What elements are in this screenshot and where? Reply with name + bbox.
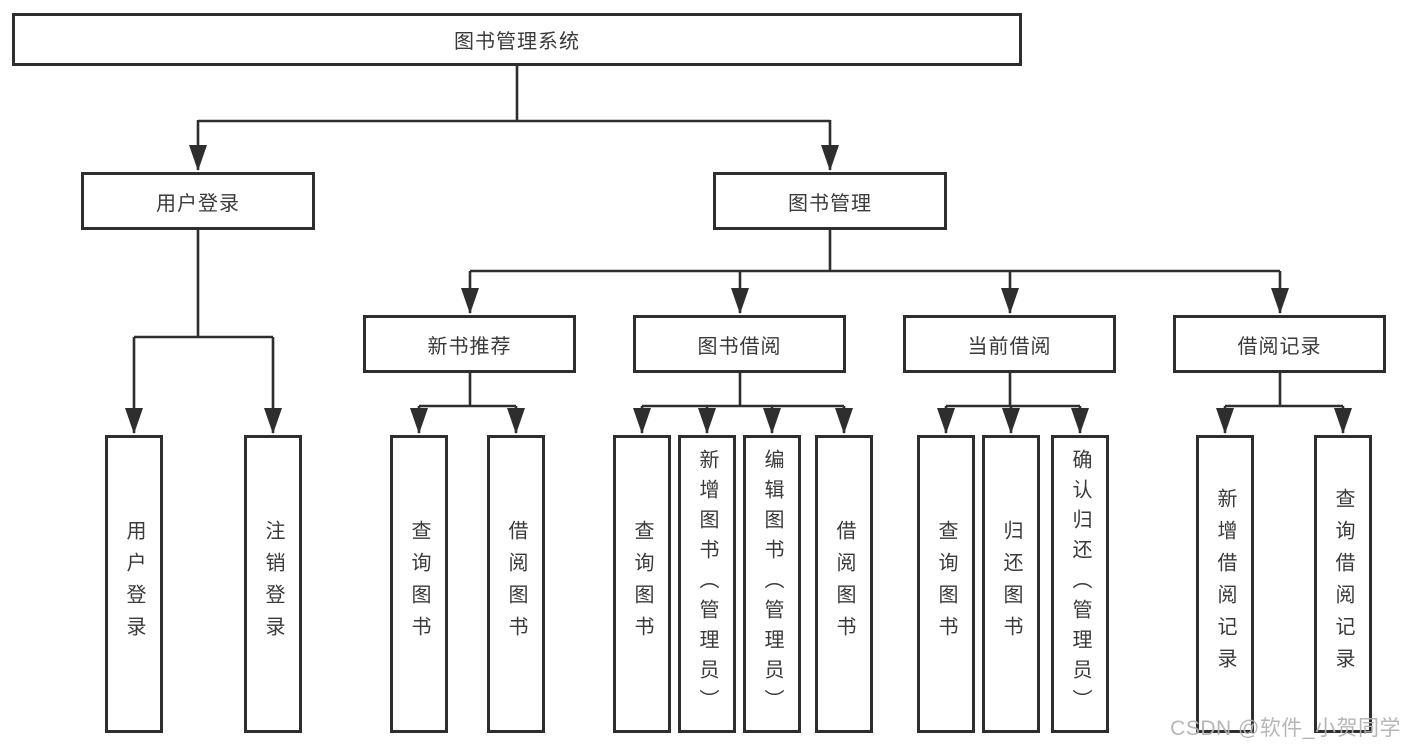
edge-recommend-trunk (419, 373, 516, 408)
leaf-edit-books-admin: 编辑图书（管理员） (743, 435, 801, 733)
edge-user-login-trunk (134, 230, 273, 339)
leaf-query-books-recommend-label: 查询图书 (408, 520, 430, 648)
leaf-borrow-books-borrow: 借阅图书 (815, 435, 873, 733)
leaf-return-books-label: 归还图书 (1000, 520, 1022, 648)
node-root-label: 图书管理系统 (454, 31, 580, 53)
leaf-query-books-recommend: 查询图书 (390, 435, 448, 733)
leaf-user-login: 用户登录 (105, 435, 163, 733)
node-user-login-label: 用户登录 (156, 192, 240, 215)
leaf-query-books-current: 查询图书 (917, 435, 975, 733)
leaf-borrow-books-recommend-label: 借阅图书 (505, 520, 527, 648)
leaf-edit-books-admin-label: 编辑图书（管理员） (761, 449, 783, 719)
node-root-system: 图书管理系统 (12, 13, 1022, 66)
node-book-borrow-label: 图书借阅 (697, 335, 782, 358)
leaf-add-borrow-record: 新增借阅记录 (1196, 435, 1254, 733)
edge-records-trunk (1225, 373, 1343, 408)
leaf-add-books-admin-label: 新增图书（管理员） (696, 449, 718, 719)
node-book-borrow: 图书借阅 (633, 315, 846, 373)
node-current-borrow-label: 当前借阅 (967, 335, 1052, 358)
node-borrow-records: 借阅记录 (1173, 315, 1386, 373)
leaf-query-books-borrow: 查询图书 (613, 435, 671, 733)
leaf-borrow-books-borrow-label: 借阅图书 (833, 520, 855, 648)
edge-current-trunk (946, 373, 1080, 408)
node-new-book-recommend-label: 新书推荐 (427, 335, 512, 358)
edge-book-management-trunk (470, 230, 1280, 273)
node-borrow-records-label: 借阅记录 (1237, 335, 1322, 358)
leaf-logout-label: 注销登录 (262, 520, 284, 648)
leaf-return-books: 归还图书 (982, 435, 1040, 733)
leaf-borrow-books-recommend: 借阅图书 (487, 435, 545, 733)
edge-borrow-trunk (642, 373, 844, 408)
leaf-query-books-current-label: 查询图书 (935, 520, 957, 648)
leaf-query-borrow-record-label: 查询借阅记录 (1332, 488, 1354, 680)
node-current-borrow: 当前借阅 (903, 315, 1116, 373)
node-book-management-label: 图书管理 (788, 192, 872, 215)
node-user-login: 用户登录 (81, 172, 315, 230)
leaf-logout: 注销登录 (244, 435, 302, 733)
leaf-confirm-return-admin-label: 确认归还（管理员） (1069, 449, 1091, 719)
leaf-query-borrow-record: 查询借阅记录 (1314, 435, 1372, 733)
leaf-query-books-borrow-label: 查询图书 (631, 520, 653, 648)
csdn-watermark: CSDN @软件_小贺同学 (1170, 717, 1401, 740)
leaf-add-borrow-record-label: 新增借阅记录 (1214, 488, 1236, 680)
leaf-confirm-return-admin: 确认归还（管理员） (1051, 435, 1109, 733)
node-new-book-recommend: 新书推荐 (363, 315, 576, 373)
node-book-management: 图书管理 (713, 172, 947, 230)
leaf-add-books-admin: 新增图书（管理员） (678, 435, 736, 733)
leaf-user-login-label: 用户登录 (123, 520, 145, 648)
edge-root-trunk (198, 66, 830, 123)
